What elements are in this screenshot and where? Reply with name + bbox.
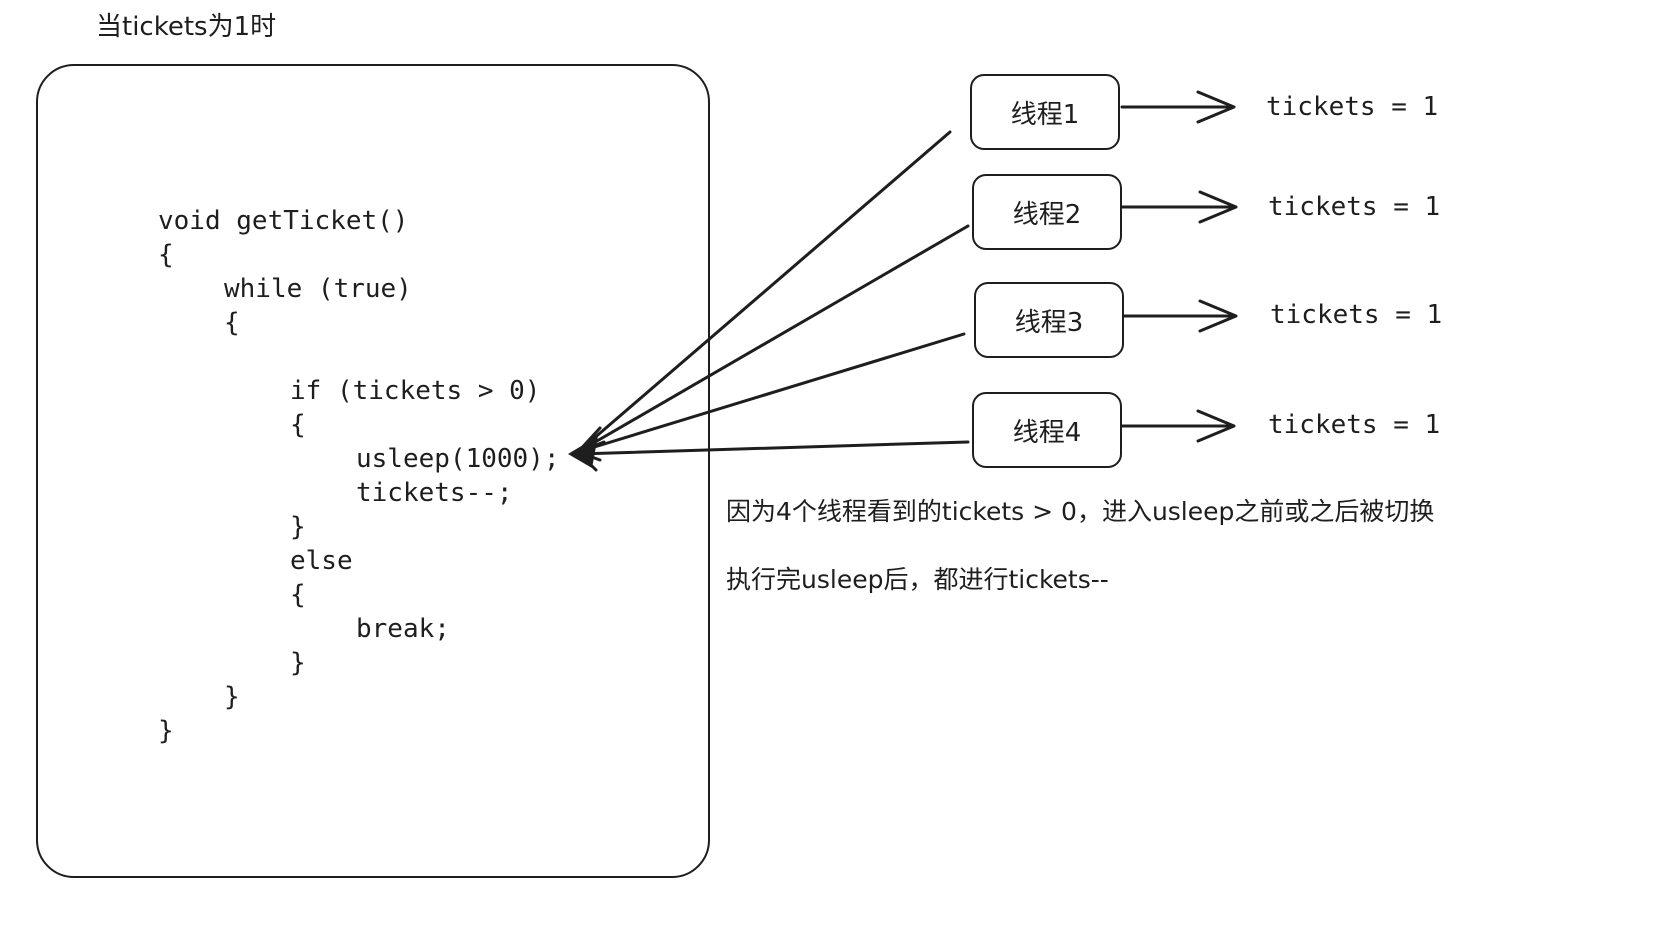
thread-value-2: tickets = 1: [1268, 192, 1441, 222]
thread-label-3: 线程3: [1014, 307, 1084, 338]
arrow-thread3-value: [1122, 299, 1238, 333]
thread-box-3: 线程3: [974, 282, 1124, 358]
thread-label-2: 线程2: [1012, 199, 1082, 230]
code-line: {: [290, 580, 306, 610]
thread-box-4: 线程4: [972, 392, 1122, 468]
arrow-thread2-to-code: [576, 224, 970, 454]
code-box: [36, 64, 710, 878]
code-line: {: [158, 240, 174, 270]
code-line: }: [290, 648, 306, 678]
thread-box-2: 线程2: [972, 174, 1122, 250]
convergence-arrow-tip: [568, 436, 598, 468]
arrow-thread1-to-code: [576, 130, 952, 454]
thread-value-4: tickets = 1: [1268, 410, 1441, 440]
arrow-thread1-value: [1120, 90, 1236, 124]
diagram-caption: 当tickets为1时: [96, 12, 277, 42]
code-line: tickets--;: [356, 478, 513, 508]
code-line: void getTicket(): [158, 206, 409, 236]
code-line: {: [224, 308, 240, 338]
arrow-thread2-value: [1120, 190, 1238, 224]
code-line: if (tickets > 0): [290, 376, 541, 406]
thread-value-1: tickets = 1: [1266, 92, 1439, 122]
code-line: }: [158, 716, 174, 746]
code-line: usleep(1000);: [356, 444, 560, 474]
code-line: break;: [356, 614, 450, 644]
code-line: {: [290, 410, 306, 440]
code-line: while (true): [224, 274, 412, 304]
arrow-thread4-to-code: [576, 440, 970, 456]
explanation-note-2: 执行完usleep后，都进行tickets--: [726, 565, 1109, 594]
explanation-note-1: 因为4个线程看到的tickets > 0，进入usleep之前或之后被切换: [726, 497, 1435, 526]
thread-label-4: 线程4: [1012, 417, 1082, 448]
arrow-thread4-value: [1120, 409, 1236, 443]
thread-label-1: 线程1: [1010, 99, 1080, 130]
thread-value-3: tickets = 1: [1270, 300, 1443, 330]
code-line: else: [290, 546, 353, 576]
code-line: }: [290, 512, 306, 542]
code-line: }: [224, 682, 240, 712]
thread-box-1: 线程1: [970, 74, 1120, 150]
arrow-thread3-to-code: [576, 332, 966, 454]
